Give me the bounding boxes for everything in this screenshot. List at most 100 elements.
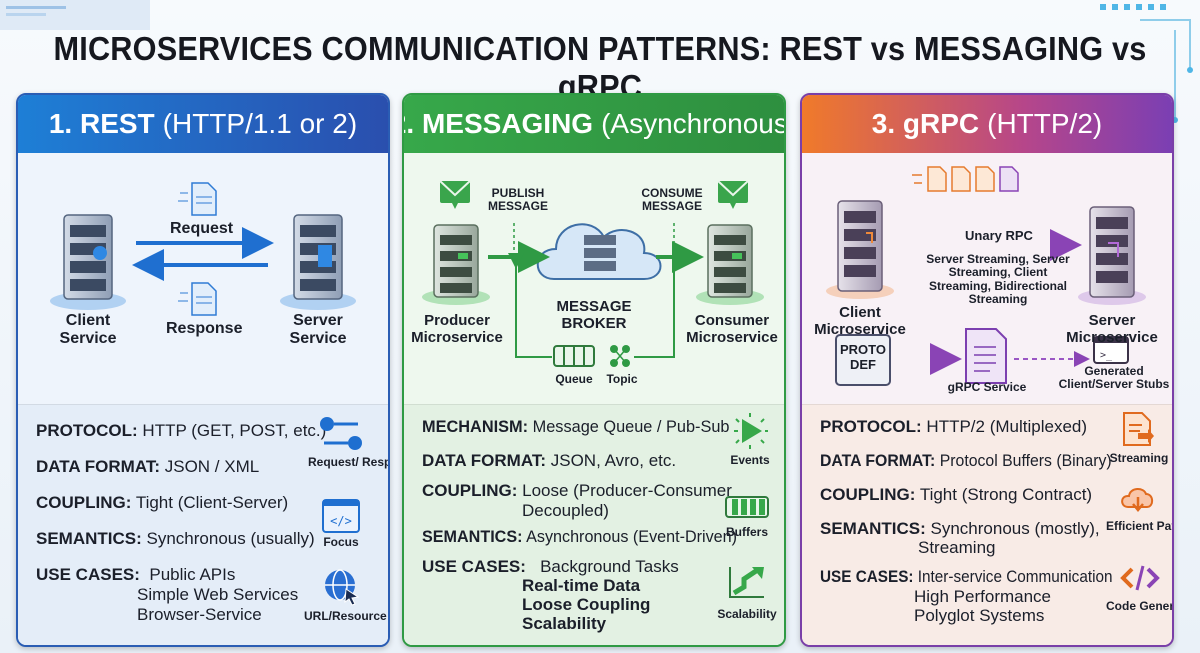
events-icon bbox=[734, 413, 768, 449]
globe-icon-label: URL/Resource bbox=[304, 609, 387, 623]
streaming-icon bbox=[1123, 412, 1154, 446]
rest-row-semantics: SEMANTICS: Synchronous (usually) bbox=[36, 529, 315, 548]
svg-text:</>: </> bbox=[330, 514, 352, 528]
code-generation-icon bbox=[1120, 565, 1160, 591]
producer-microservice-label: Producer Microservice bbox=[411, 312, 503, 346]
msg-row-use-cases: USE CASES: Background Tasks bbox=[422, 557, 679, 576]
streaming-modes-label: Server Streaming, Server Streaming, Clie… bbox=[926, 252, 1070, 307]
consume-envelope-icon bbox=[717, 180, 749, 209]
buffers-icon-label: Buffers bbox=[725, 525, 768, 539]
rpc-documents-icon bbox=[912, 166, 1019, 192]
grpc-client-label: Client Microservice bbox=[814, 304, 906, 338]
messaging-panel: 2. MESSAGING (Asynchronous) bbox=[402, 93, 786, 647]
response-label: Response bbox=[166, 320, 243, 337]
grpc-use-case-2: High Performance bbox=[914, 587, 1052, 606]
globe-icon bbox=[325, 569, 360, 606]
proto-def-label: PROTO DEF bbox=[840, 342, 886, 372]
rest-header: 1. REST (HTTP/1.1 or 2) bbox=[18, 95, 388, 153]
grpc-service-document-icon bbox=[965, 328, 1007, 384]
rest-row-coupling: COUPLING: Tight (Client-Server) bbox=[36, 493, 289, 512]
messaging-header: 2. MESSAGING (Asynchronous) bbox=[404, 95, 784, 153]
rest-row-use-cases: USE CASES: Public APIs bbox=[36, 565, 236, 584]
request-response-icon bbox=[320, 417, 362, 450]
events-icon-label: Events bbox=[730, 453, 770, 467]
queue-label: Queue bbox=[555, 372, 593, 386]
efficient-payload-icon bbox=[1121, 488, 1154, 512]
circuit-decoration bbox=[1100, 4, 1193, 123]
grpc-row-protocol: PROTOCOL: HTTP/2 (Multiplexed) bbox=[820, 417, 1088, 436]
consume-message-label: CONSUME MESSAGE bbox=[641, 186, 703, 214]
grpc-panel: 3. gRPC (HTTP/2) bbox=[800, 93, 1174, 647]
proto-def-icon bbox=[835, 334, 891, 386]
publish-envelope-icon bbox=[439, 180, 471, 209]
rest-header-title: 1. REST bbox=[48, 108, 155, 139]
topic-icon bbox=[610, 345, 630, 367]
code-icon-label: Focus bbox=[323, 535, 359, 549]
consumer-microservice-label: Consumer Microservice bbox=[686, 312, 778, 346]
rest-details: PROTOCOL: HTTP (GET, POST, etc.) DATA FO… bbox=[18, 404, 390, 645]
messaging-diagram: PUBLISH MESSAGE CONSUME MESSAGE MESSAGE … bbox=[404, 153, 784, 401]
scalability-icon bbox=[729, 567, 764, 598]
request-label: Request bbox=[170, 220, 234, 237]
server-icon bbox=[280, 214, 356, 310]
grpc-header-title: 3. gRPC bbox=[871, 108, 980, 139]
terminal-icon: >_ bbox=[1093, 336, 1129, 364]
grpc-server-icon bbox=[1078, 206, 1146, 305]
grpc-row-use-cases: USE CASES: Inter-service Communication bbox=[820, 567, 1113, 586]
grpc-use-case-3: Polyglot Systems bbox=[914, 606, 1045, 625]
messaging-header-title: 2. MESSAGING bbox=[402, 108, 594, 139]
corner-decoration bbox=[0, 0, 150, 30]
message-broker-cloud-icon bbox=[536, 223, 662, 280]
unary-rpc-label: Unary RPC bbox=[965, 228, 1033, 243]
grpc-header-subtitle: (HTTP/2) bbox=[987, 108, 1103, 139]
msg-use-case-4: Scalability bbox=[522, 614, 607, 633]
msg-use-case-2: Real-time Data bbox=[522, 576, 641, 595]
publish-message-label: PUBLISH MESSAGE bbox=[487, 186, 548, 214]
grpc-client-server-icon bbox=[826, 200, 894, 299]
client-server-icon bbox=[50, 214, 126, 310]
grpc-header: 3. gRPC (HTTP/2) bbox=[802, 95, 1172, 153]
rest-header-subtitle: (HTTP/1.1 or 2) bbox=[162, 108, 358, 139]
rest-use-case-2: Simple Web Services bbox=[137, 585, 299, 604]
rest-row-data-format: DATA FORMAT: JSON / XML bbox=[36, 457, 260, 476]
msg-row-data-format: DATA FORMAT: JSON, Avro, etc. bbox=[422, 451, 677, 470]
queue-icon bbox=[553, 345, 595, 367]
scalability-icon-label: Scalability bbox=[717, 607, 777, 621]
topic-label: Topic bbox=[606, 372, 638, 386]
grpc-row-data-format: DATA FORMAT: Protocol Buffers (Binary) bbox=[820, 451, 1112, 470]
rest-diagram: Request Response Client Service Server S… bbox=[18, 153, 388, 401]
rest-use-case-3: Browser-Service bbox=[137, 605, 262, 624]
code-generation-icon-label: Code Generation bbox=[1106, 599, 1174, 613]
rest-panel: 1. REST (HTTP/1.1 or 2) bbox=[16, 93, 390, 647]
response-document-icon bbox=[178, 282, 217, 316]
server-service-label: Server Service bbox=[289, 312, 347, 347]
efficient-payload-icon-label: Efficient Payload bbox=[1106, 519, 1172, 533]
streaming-icon-label: Streaming bbox=[1109, 451, 1169, 465]
msg-row-mechanism: MECHANISM: Message Queue / Pub-Sub bbox=[422, 417, 730, 436]
producer-server-icon bbox=[422, 224, 490, 305]
messaging-details: MECHANISM: Message Queue / Pub-Sub DATA … bbox=[404, 404, 784, 645]
grpc-service-label: gRPC Service bbox=[947, 380, 1027, 394]
grpc-row-coupling: COUPLING: Tight (Strong Contract) bbox=[820, 485, 1093, 504]
message-broker-label: MESSAGE BROKER bbox=[556, 298, 632, 332]
grpc-diagram: >_ Unary RPC Server Streaming, Server St… bbox=[802, 153, 1172, 401]
grpc-semantics-extra: Streaming bbox=[918, 538, 996, 557]
generated-stubs-label: Generated Client/Server Stubs bbox=[1058, 364, 1170, 392]
buffers-icon bbox=[725, 496, 769, 518]
consumer-server-icon bbox=[696, 224, 764, 305]
code-icon: </> bbox=[322, 499, 360, 533]
client-service-label: Client Service bbox=[59, 312, 117, 347]
grpc-server-label: Server Microservice bbox=[1066, 312, 1158, 346]
svg-text:>_: >_ bbox=[1100, 350, 1113, 361]
messaging-header-subtitle: (Asynchronous) bbox=[601, 108, 786, 139]
grpc-row-semantics: SEMANTICS: Synchronous (mostly), bbox=[820, 519, 1100, 538]
msg-row-semantics: SEMANTICS: Asynchronous (Event-Driven) bbox=[422, 527, 738, 546]
request-response-icon-label: Request/ Response bbox=[308, 455, 390, 469]
msg-coupling-extra: Decoupled) bbox=[522, 501, 609, 520]
page-title: MICROSERVICES COMMUNICATION PATTERNS: RE… bbox=[53, 30, 1147, 105]
request-document-icon bbox=[178, 182, 217, 216]
rest-row-protocol: PROTOCOL: HTTP (GET, POST, etc.) bbox=[36, 421, 327, 440]
queue-loop-line bbox=[508, 253, 552, 358]
msg-row-coupling: COUPLING: Loose (Producer-Consumer bbox=[422, 481, 732, 500]
msg-use-case-3: Loose Coupling bbox=[522, 595, 651, 614]
